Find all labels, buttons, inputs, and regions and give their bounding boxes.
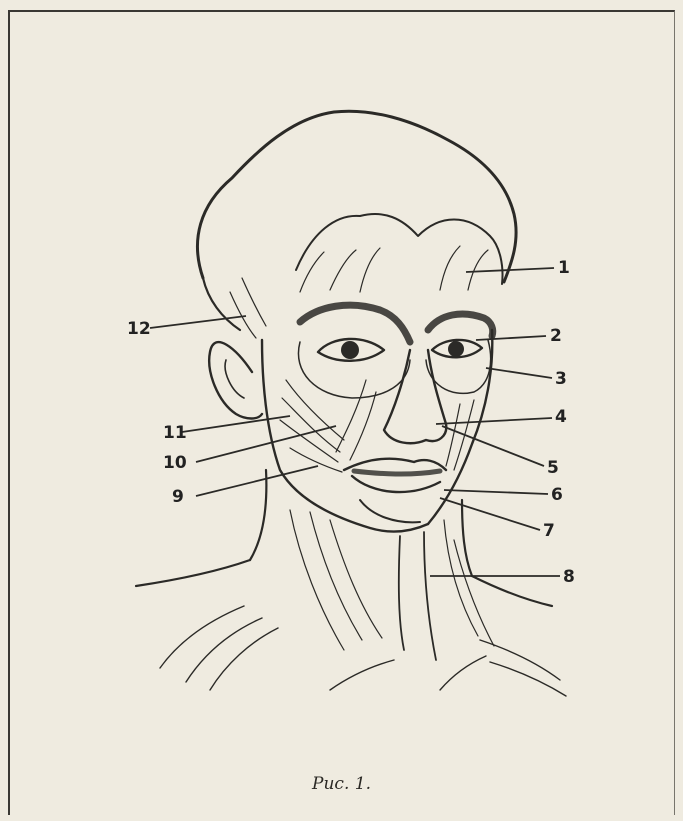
figure-caption: Рис. 1. xyxy=(0,774,683,794)
brow-right xyxy=(428,314,493,336)
label-2: 2 xyxy=(550,326,562,346)
brow-left xyxy=(300,305,410,342)
shoulder-left xyxy=(136,560,250,586)
trachea-right xyxy=(424,532,436,660)
label-3: 3 xyxy=(555,369,567,389)
label-10: 10 xyxy=(163,453,187,473)
label-11: 11 xyxy=(163,423,187,443)
nose xyxy=(384,350,446,443)
label-1: 1 xyxy=(558,258,570,278)
label-9: 9 xyxy=(172,487,184,507)
mouth-upper xyxy=(344,459,446,470)
label-8: 8 xyxy=(563,567,575,587)
neck-right xyxy=(462,500,472,576)
label-7: 7 xyxy=(543,521,555,541)
ear xyxy=(209,342,262,418)
face-outline-left xyxy=(262,340,428,531)
label-5: 5 xyxy=(547,458,559,478)
shoulder-right xyxy=(472,576,552,606)
label-4: 4 xyxy=(555,407,567,427)
neck-left xyxy=(250,470,266,560)
forehead-hairline xyxy=(296,214,503,284)
head-drawing xyxy=(136,111,566,696)
hair-outline xyxy=(197,111,516,282)
face-outline-right xyxy=(428,330,492,524)
leader-lines xyxy=(150,268,560,576)
mouth-lower xyxy=(352,476,440,492)
chin xyxy=(360,500,420,522)
label-6: 6 xyxy=(551,485,563,505)
hair-side-left xyxy=(203,278,240,330)
trachea-left xyxy=(399,536,404,650)
label-12: 12 xyxy=(127,319,151,339)
